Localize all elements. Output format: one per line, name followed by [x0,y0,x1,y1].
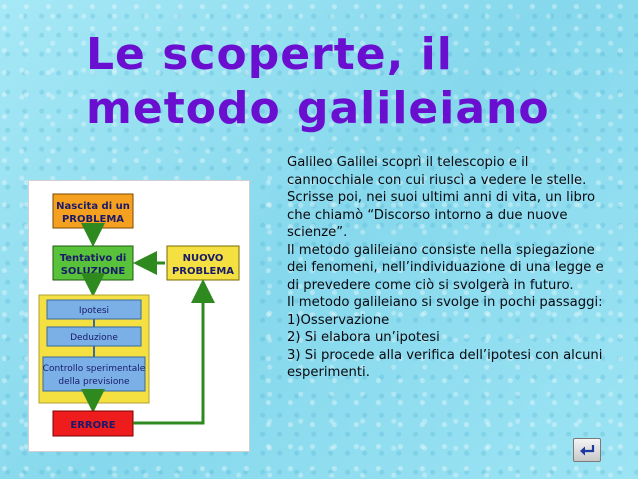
step-3: 3) Si procede alla verifica dell’ipotesi… [287,347,603,381]
slide-title-line-1: Le scoperte, il [86,29,453,80]
slide-title-line-2: metodo galileiano [86,83,550,134]
scientific-method-diagram: Nascita di un PROBLEMA Tentativo di SOLU… [28,180,250,452]
box-ipotesi: Ipotesi [46,299,142,320]
tentativo-label-2: SOLUZIONE [61,266,126,277]
controllo-label-1: Controllo sperimentale [43,364,146,374]
nuovo-label-2: PROBLEMA [172,266,234,277]
box-controllo-sperimentale: Controllo sperimentale della previsione [42,356,146,392]
errore-label: ERRORE [70,420,115,431]
slide-title: Le scoperte, il metodo galileiano [86,28,550,136]
paragraph-method: Il metodo galileiano consiste nella spie… [287,242,604,293]
slide-body-text: Galileo Galilei scoprì il telescopio e i… [287,154,612,382]
step-2: 2) Si elabora un’ipotesi [287,330,440,345]
diagram-canvas: Nascita di un PROBLEMA Tentativo di SOLU… [38,193,240,437]
arrow-errore-to-nuovo [133,279,215,425]
box-errore: ERRORE [52,410,134,437]
ipotesi-label: Ipotesi [79,306,109,316]
box-nascita-problema: Nascita di un PROBLEMA [52,193,134,229]
box-deduzione: Deduzione [46,326,142,347]
paragraph-intro: Galileo Galilei scoprì il telescopio e i… [287,155,596,240]
box-nuovo-problema: NUOVO PROBLEMA [166,245,240,281]
paragraph-steps-intro: Il metodo galileiano si svolge in pochi … [287,295,603,310]
nascita-label-2: PROBLEMA [62,214,124,225]
nuovo-label-1: NUOVO [183,253,224,264]
return-arrow-icon [580,445,595,456]
nascita-label-1: Nascita di un [56,201,130,212]
controllo-label-2: della previsione [58,377,130,387]
box-tentativo-soluzione: Tentativo di SOLUZIONE [52,245,134,281]
return-button[interactable] [573,438,601,462]
deduzione-label: Deduzione [70,333,118,343]
step-1: 1)Osservazione [287,312,390,328]
tentativo-label-1: Tentativo di [60,253,127,264]
